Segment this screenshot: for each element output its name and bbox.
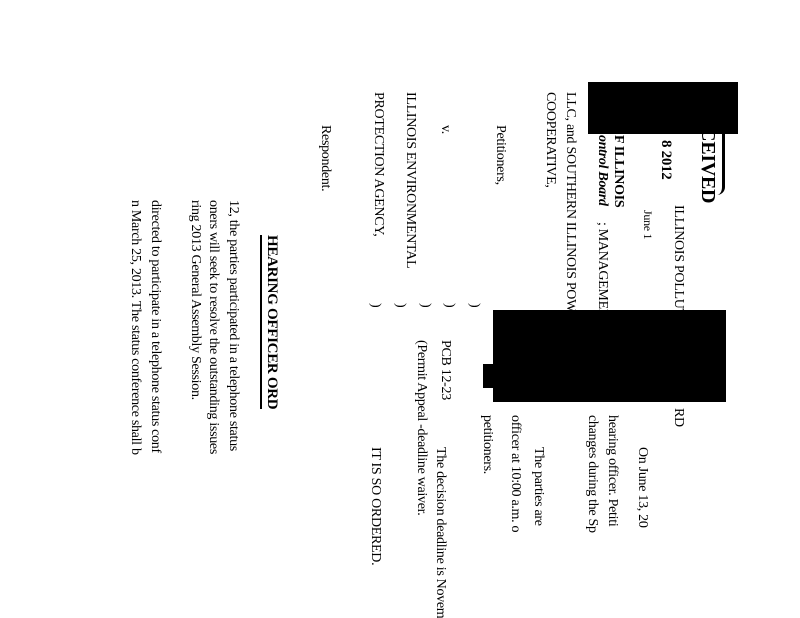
caption-paren: ) — [393, 303, 408, 308]
clerk-stamp-line: ontrol Board — [595, 135, 610, 206]
case-type: (Permit Appeal -deadline waiver. — [414, 340, 429, 516]
body-line: hearing officer. Petiti — [605, 415, 620, 527]
redaction-block — [493, 310, 726, 402]
stamp-date: 8 2012 — [658, 140, 674, 180]
respondent-line: ILLINOIS ENVIRONMENTAL — [403, 92, 418, 269]
order-title: HEARING OFFICER ORD — [260, 235, 280, 410]
caption-paren: ) — [442, 303, 457, 308]
body-line: The decision deadline is November 1 — [433, 447, 448, 618]
body-line: 12, the parties participated in a teleph… — [226, 200, 241, 451]
body-line: The parties are — [531, 447, 546, 526]
body-line: On June 13, 20 — [635, 447, 650, 528]
body-line: n March 25, 2013. The status conference … — [128, 200, 143, 455]
petitioner-line: ; MANAGEMENT, — [595, 222, 610, 330]
board-name: ILLINOIS POLLUTIO — [671, 205, 686, 331]
redaction-block — [588, 82, 738, 134]
clerk-stamp-line: F ILLINOIS — [611, 135, 626, 208]
redaction-block — [483, 364, 495, 388]
case-number: PCB 12-23 — [438, 340, 453, 400]
caption-paren: ) — [418, 303, 433, 308]
body-line: officer at 10:00 a.m. o — [508, 415, 523, 533]
body-line: changes during the Sp — [585, 415, 600, 533]
body-line: petitioners. — [480, 415, 495, 474]
petitioner-line: LLC, and SOUTHERN ILLINOIS POWER — [563, 92, 578, 330]
closing: IT IS SO ORDERED. — [368, 447, 383, 566]
caption-paren: ) — [368, 303, 383, 308]
board-name-tail: RD — [671, 408, 686, 427]
versus: v. — [438, 125, 453, 134]
body-line: oners will seek to resolve the outstandi… — [206, 200, 221, 454]
body-line: directed to participate in a telephone s… — [148, 200, 163, 453]
header-date: June 1 — [641, 210, 655, 240]
respondent-line: PROTECTION AGENCY, — [371, 92, 386, 237]
petitioner-role: Petitioners, — [493, 125, 508, 185]
petitioner-line: COOPERATIVE, — [543, 92, 558, 188]
respondent-role: Respondent. — [318, 125, 333, 192]
body-line: ring 2013 General Assembly Session. — [188, 200, 203, 400]
caption-paren: ) — [467, 303, 482, 308]
